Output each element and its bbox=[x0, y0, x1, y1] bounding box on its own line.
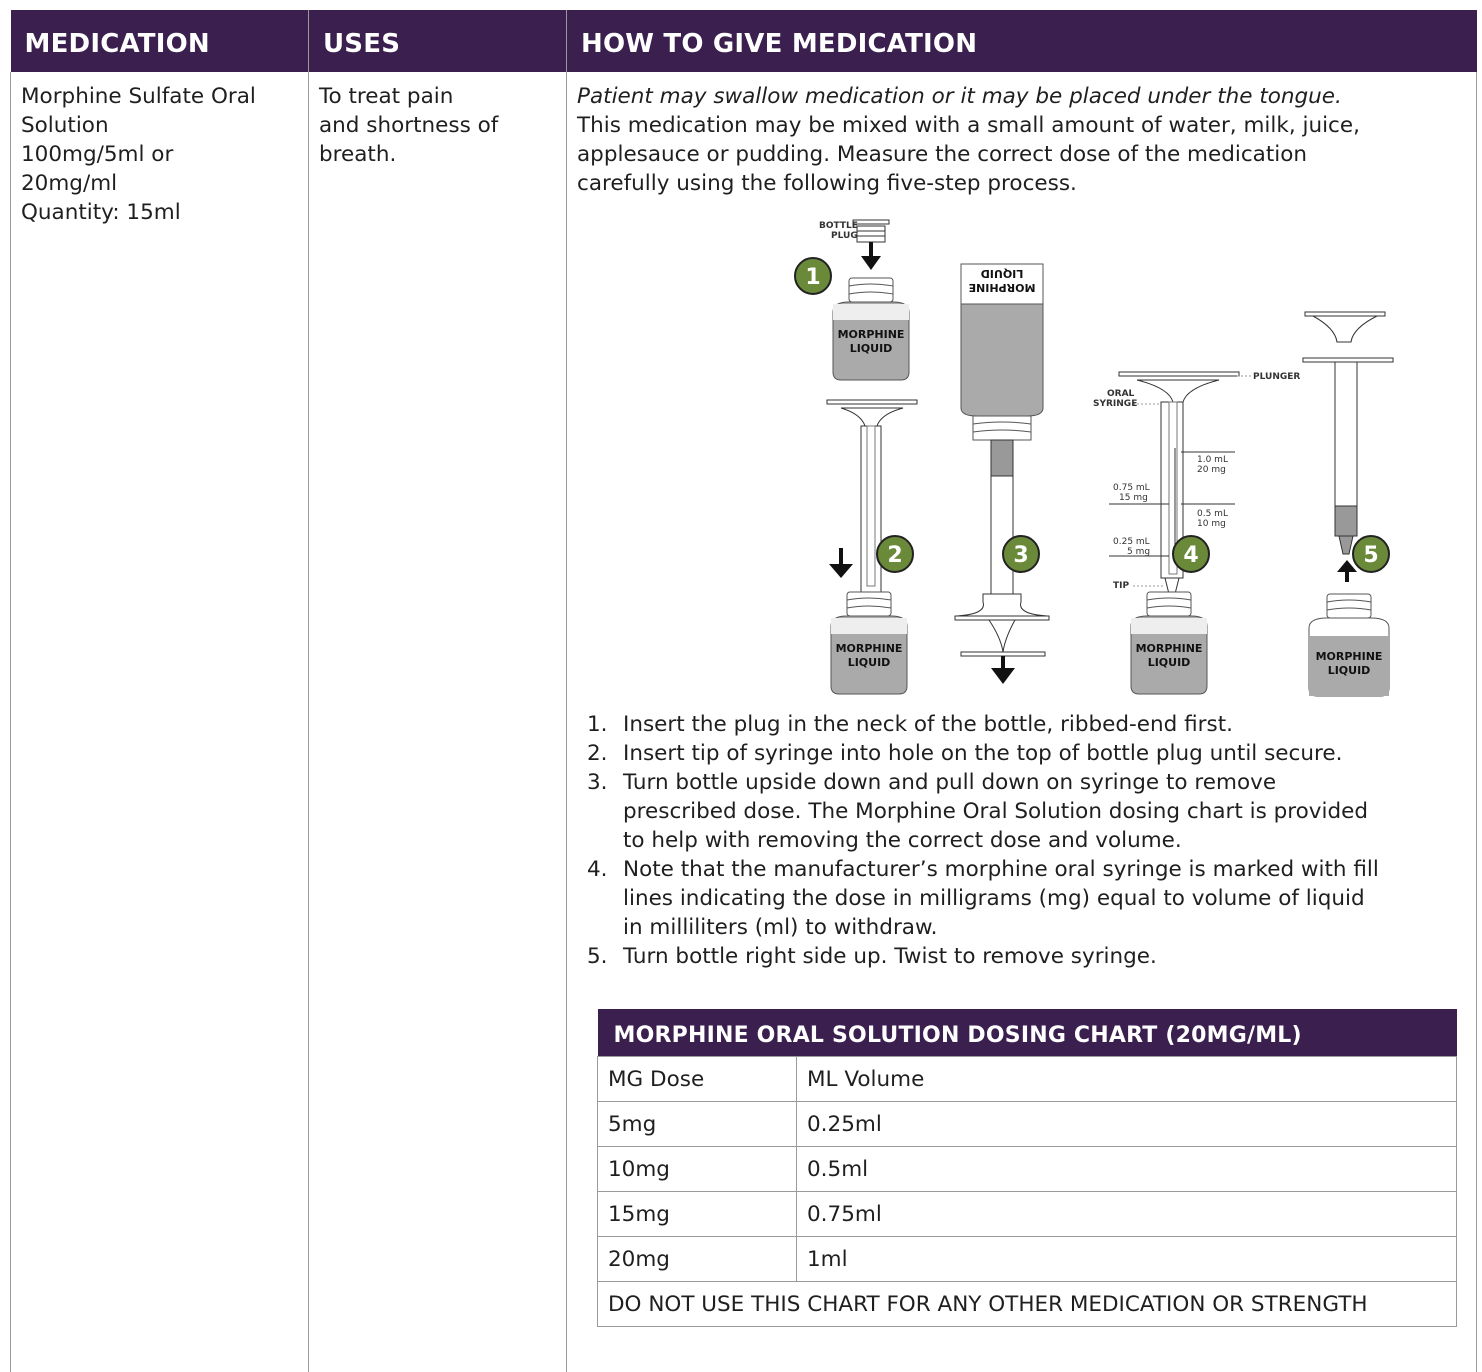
dosing-steps-illustration: .lbl{font-size:9px;font-weight:bold;fill… bbox=[757, 212, 1397, 702]
mg-dose: 5mg bbox=[597, 1101, 797, 1147]
svg-text:5: 5 bbox=[1363, 543, 1378, 568]
step5-syringe-icon bbox=[1302, 311, 1394, 582]
inverted-bottle-label: MORPHINE bbox=[969, 281, 1036, 294]
list-item: 4.Note that the manufacturer’s morphine … bbox=[587, 857, 1379, 940]
list-item: 1.Insert the plug in the neck of the bot… bbox=[587, 712, 1233, 737]
marking-mg: 20 mg bbox=[1197, 465, 1226, 475]
marking-mg: 15 mg bbox=[1119, 493, 1148, 503]
mg-dose: 10mg bbox=[597, 1146, 797, 1192]
marking-ml: 0.5 mL bbox=[1197, 509, 1228, 519]
marking-ml: 1.0 mL bbox=[1197, 455, 1228, 465]
oral-syringe-label: SYRINGE bbox=[1093, 399, 1137, 409]
list-item: 5.Turn bottle right side up. Twist to re… bbox=[587, 944, 1157, 969]
bottle-label: LIQUID bbox=[848, 656, 891, 669]
mg-dose: 20mg bbox=[597, 1236, 797, 1282]
list-item: 3.Turn bottle upside down and pull down … bbox=[587, 770, 1369, 853]
uses-line: To treat pain bbox=[319, 84, 454, 109]
tip-label: TIP bbox=[1113, 581, 1129, 591]
ml-volume: 0.5ml bbox=[796, 1146, 1457, 1192]
bottle-label: MORPHINE bbox=[1136, 642, 1203, 655]
table-row: DO NOT USE THIS CHART FOR ANY OTHER MEDI… bbox=[597, 1281, 1457, 1327]
marking-ml: 0.75 mL bbox=[1113, 483, 1150, 493]
step-badge-2: 2 bbox=[876, 535, 914, 573]
medication-line: 20mg/ml bbox=[21, 171, 118, 196]
svg-text:2: 2 bbox=[887, 543, 902, 568]
step-badge-5: 5 bbox=[1352, 535, 1390, 573]
ml-volume: 0.25ml bbox=[796, 1101, 1457, 1147]
medication-table: MEDICATION USES HOW TO GIVE MEDICATION M… bbox=[10, 10, 1477, 1372]
svg-text:3: 3 bbox=[1013, 543, 1028, 568]
marking-mg: 10 mg bbox=[1197, 519, 1226, 529]
how-to-give-cell: Patient may swallow medication or it may… bbox=[566, 72, 1477, 1372]
step-badge-1: 1 bbox=[794, 257, 832, 295]
bottle-label: MORPHINE bbox=[836, 642, 903, 655]
step5-bottle-icon bbox=[1308, 593, 1390, 697]
svg-text:4: 4 bbox=[1183, 543, 1198, 568]
intro-italic: Patient may swallow medication or it may… bbox=[577, 84, 1342, 109]
svg-text:1: 1 bbox=[805, 265, 820, 290]
marking-ml: 0.25 mL bbox=[1113, 537, 1150, 547]
ml-volume: 1ml bbox=[796, 1236, 1457, 1282]
oral-syringe-label: ORAL bbox=[1107, 389, 1135, 399]
header-row: MEDICATION USES HOW TO GIVE MEDICATION bbox=[10, 10, 1477, 72]
uses-line: and shortness of bbox=[319, 113, 499, 138]
intro-line: applesauce or pudding. Measure the corre… bbox=[577, 142, 1308, 167]
mg-dose: 15mg bbox=[597, 1191, 797, 1237]
bottle-label: LIQUID bbox=[1328, 664, 1371, 677]
step3-inverted-bottle-icon bbox=[954, 263, 1050, 684]
dosing-chart-table: MORPHINE ORAL SOLUTION DOSING CHART (20M… bbox=[597, 1009, 1457, 1327]
list-item: 2.Insert tip of syringe into hole on the… bbox=[587, 741, 1343, 766]
bottle-label: LIQUID bbox=[1148, 656, 1191, 669]
bottle-label: MORPHINE bbox=[1316, 650, 1383, 663]
syringe-bottle-diagram: .lbl{font-size:9px;font-weight:bold;fill… bbox=[794, 219, 1394, 697]
header-how-to-give: HOW TO GIVE MEDICATION bbox=[566, 10, 1477, 72]
bottle-label: LIQUID bbox=[850, 342, 893, 355]
step-badge-4: 4 bbox=[1172, 535, 1210, 573]
step4-oral-syringe-icon bbox=[1109, 371, 1251, 595]
step-badge-3: 3 bbox=[1002, 535, 1040, 573]
step1-bottle-icon bbox=[832, 277, 910, 381]
header-medication: MEDICATION bbox=[10, 10, 309, 72]
medication-line: 100mg/5ml or bbox=[21, 142, 174, 167]
header-uses: USES bbox=[308, 10, 567, 72]
column-header-mg: MG Dose bbox=[597, 1056, 797, 1102]
inverted-bottle-label: LIQUID bbox=[981, 267, 1024, 280]
bottle-label: MORPHINE bbox=[838, 328, 905, 341]
table-row: MG Dose ML Volume bbox=[597, 1056, 1457, 1102]
table-row: 5mg 0.25ml bbox=[597, 1101, 1457, 1147]
bottle-plug-label: PLUG bbox=[831, 231, 858, 241]
table-row: 20mg 1ml bbox=[597, 1236, 1457, 1282]
plunger-label: PLUNGER bbox=[1253, 372, 1300, 382]
step1-plug-icon bbox=[852, 219, 890, 270]
ml-volume: 0.75ml bbox=[796, 1191, 1457, 1237]
dosing-chart-warning: DO NOT USE THIS CHART FOR ANY OTHER MEDI… bbox=[597, 1281, 1457, 1327]
steps-list: 1.Insert the plug in the neck of the bot… bbox=[587, 710, 1468, 971]
table-row: 15mg 0.75ml bbox=[597, 1191, 1457, 1237]
medication-row: Morphine Sulfate Oral Solution 100mg/5ml… bbox=[10, 72, 1477, 1372]
step2-bottle-icon bbox=[830, 591, 908, 695]
bottle-plug-label: BOTTLE bbox=[819, 221, 858, 231]
marking-mg: 5 mg bbox=[1127, 547, 1150, 557]
column-header-ml: ML Volume bbox=[796, 1056, 1457, 1102]
medication-cell: Morphine Sulfate Oral Solution 100mg/5ml… bbox=[10, 72, 309, 1372]
step4-bottle-icon bbox=[1130, 591, 1208, 695]
uses-line: breath. bbox=[319, 142, 397, 167]
medication-line: Solution bbox=[21, 113, 109, 138]
table-row: 10mg 0.5ml bbox=[597, 1146, 1457, 1192]
intro-line: carefully using the following five-step … bbox=[577, 171, 1077, 196]
intro-line: This medication may be mixed with a smal… bbox=[577, 113, 1360, 138]
medication-line: Morphine Sulfate Oral bbox=[21, 84, 256, 109]
medication-line: Quantity: 15ml bbox=[21, 200, 181, 225]
dosing-chart-title: MORPHINE ORAL SOLUTION DOSING CHART (20M… bbox=[597, 1009, 1457, 1057]
uses-cell: To treat pain and shortness of breath. bbox=[308, 72, 567, 1372]
